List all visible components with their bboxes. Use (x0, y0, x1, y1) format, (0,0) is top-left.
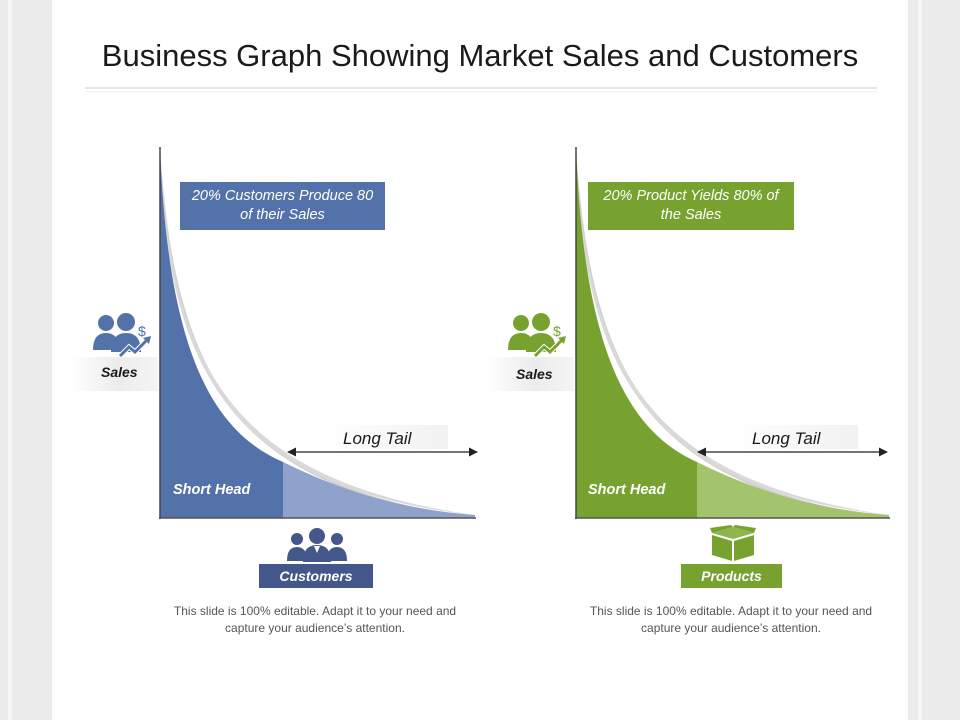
slide-edge-left (8, 0, 12, 720)
long-tail-area (697, 462, 889, 518)
long-tail-area (283, 462, 475, 518)
slide-background (52, 0, 908, 720)
sales-label-bar (486, 357, 574, 391)
products-curve-chart (575, 147, 890, 519)
products-label: Products (681, 564, 782, 588)
title-divider (85, 87, 877, 89)
customers-caption: This slide is 100% editable. Adapt it to… (173, 604, 457, 635)
sales-axis-label: Sales (516, 366, 553, 382)
slide-title: Business Graph Showing Market Sales and … (101, 38, 859, 73)
slide-edge-right (918, 0, 922, 720)
customers-curve-chart (159, 147, 478, 519)
short-head-label: Short Head (173, 482, 251, 498)
products-caption: This slide is 100% editable. Adapt it to… (589, 604, 873, 635)
short-head-label: Short Head (588, 482, 666, 498)
customer-group-icon (287, 528, 347, 562)
long-tail-label-bar (732, 425, 858, 449)
customers-callout: 20% Customers Produce 80 of their Sales (180, 182, 385, 230)
long-tail-label: Long Tail (752, 429, 821, 448)
customers-label: Customers (259, 564, 373, 588)
svg-text:$: $ (553, 323, 561, 339)
title-divider-shadow (85, 91, 877, 92)
long-tail-label: Long Tail (343, 429, 412, 448)
svg-text:$: $ (138, 323, 146, 339)
short-head-area (576, 147, 697, 518)
sales-axis-label: Sales (101, 364, 138, 380)
long-tail-label-bar (322, 425, 448, 449)
product-box-icon (710, 525, 756, 561)
sales-label-bar (70, 357, 158, 391)
people-dollar-growth-icon: $ (508, 313, 566, 358)
short-head-area (160, 147, 283, 518)
people-dollar-growth-icon: $ (93, 313, 151, 358)
products-callout: 20% Product Yields 80% of the Sales (588, 182, 794, 230)
